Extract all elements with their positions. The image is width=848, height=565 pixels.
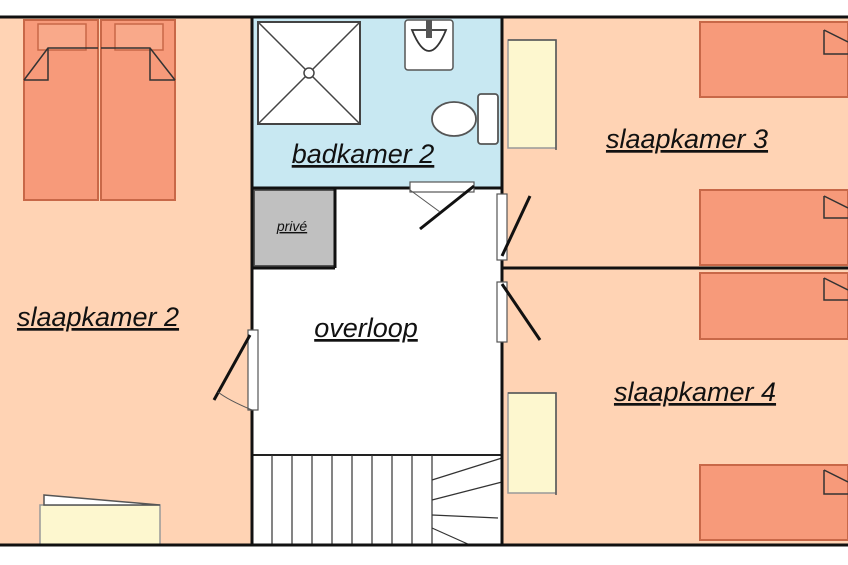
private-room [253,189,336,267]
bedroom-4-label: slaapkamer 4 [614,377,776,407]
door-bedroom-3 [496,193,532,261]
cabinet [507,392,557,495]
single-bed [699,21,848,98]
door-bathroom [409,181,475,231]
landing-label: overloop [314,313,418,343]
bedroom-3-label: slaapkamer 3 [606,124,768,154]
cabinet [507,39,557,150]
door-bedroom-2 [212,329,259,411]
private-label: privé [276,218,308,234]
bedroom-2-label: slaapkamer 2 [17,302,179,332]
staircase [251,454,503,546]
double-bed [23,19,176,201]
shower [257,21,361,125]
toilet [431,93,499,145]
single-bed [699,189,848,266]
walls [0,15,848,547]
single-bed [699,272,848,340]
bathroom-2-label: badkamer 2 [292,139,435,169]
sink [404,19,454,71]
single-bed [699,464,848,541]
door-bedroom-4 [496,281,542,343]
